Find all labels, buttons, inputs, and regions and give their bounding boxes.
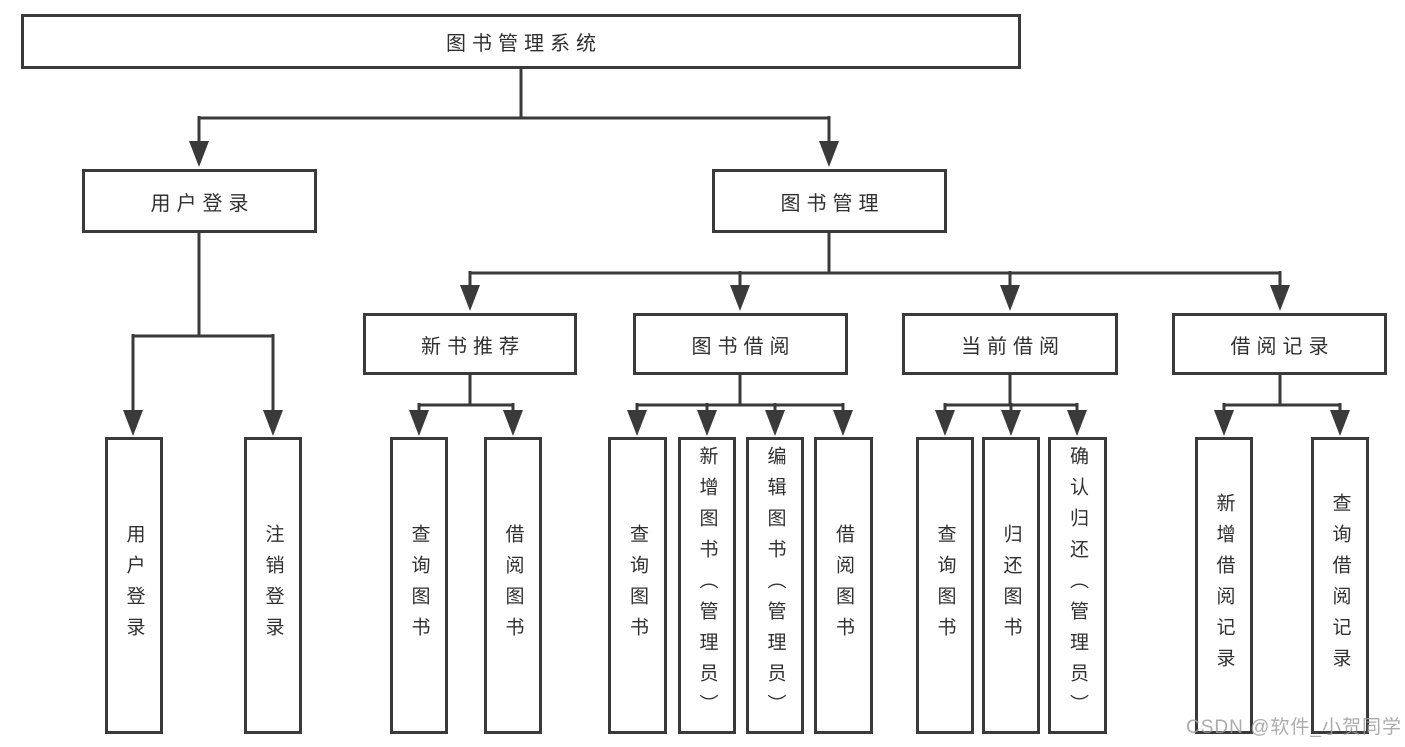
leaf-borrow-books: 借阅图书 xyxy=(814,437,873,734)
leaf-query-books-borrow: 查询图书 xyxy=(608,437,667,734)
node-current-borrow: 当前借阅 xyxy=(902,313,1118,375)
watermark: CSDN @软件_小贺同学 xyxy=(1186,717,1402,738)
connector-segments xyxy=(123,69,1350,436)
node-book-borrow: 图书借阅 xyxy=(633,313,848,375)
node-book-management: 图书管理 xyxy=(712,169,947,233)
leaf-query-borrow-record: 查询借阅记录 xyxy=(1311,437,1369,734)
leaf-borrow-books-recommend: 借阅图书 xyxy=(484,437,542,734)
leaf-add-borrow-record: 新增借阅记录 xyxy=(1195,437,1253,734)
node-library-management-system: 图书管理系统 xyxy=(21,14,1021,69)
node-borrow-records: 借阅记录 xyxy=(1172,313,1387,375)
leaf-logout: 注销登录 xyxy=(244,437,302,734)
node-new-book-recommend: 新书推荐 xyxy=(363,313,577,375)
leaf-edit-book-admin: 编辑图书（管理员） xyxy=(746,437,804,734)
leaf-confirm-return-admin: 确认归还（管理员） xyxy=(1048,437,1107,734)
leaf-user-login: 用户登录 xyxy=(105,437,163,734)
leaf-query-books-recommend: 查询图书 xyxy=(390,437,448,734)
leaf-add-book-admin: 新增图书（管理员） xyxy=(678,437,736,734)
node-user-login: 用户登录 xyxy=(82,169,317,233)
leaf-return-books: 归还图书 xyxy=(982,437,1040,734)
leaf-query-books-current: 查询图书 xyxy=(916,437,974,734)
